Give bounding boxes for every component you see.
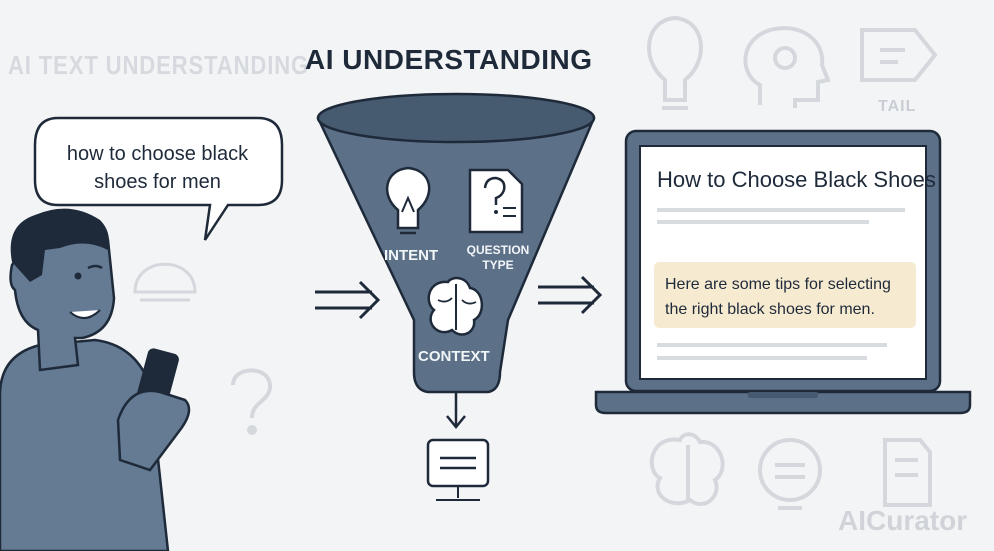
diagram-title: AI UNDERSTANDING <box>305 44 593 75</box>
faded-header: AI TEXT UNDERSTANDING <box>8 50 310 80</box>
context-label: CONTEXT <box>418 348 490 365</box>
faded-helmet-icon <box>133 262 197 302</box>
result-page-lines <box>654 208 916 360</box>
bulb-icon <box>647 15 703 110</box>
result-page-heading: How to Choose Black Shoes <box>657 167 936 192</box>
down-arrow <box>446 392 466 429</box>
tail-label: TAIL <box>878 98 917 115</box>
watermark: AICurator <box>838 505 968 536</box>
question-document-icon <box>468 168 524 234</box>
head-brain-icon <box>743 26 831 108</box>
intent-label: INTENT <box>384 247 439 264</box>
person-illustration <box>0 208 170 551</box>
output-document-icon <box>426 438 490 501</box>
intent-bulb-icon <box>385 166 431 235</box>
document-faded-icon <box>883 438 932 507</box>
bulb-faded-icon <box>758 438 822 510</box>
query-text: how to choose black shoes for men <box>66 143 249 193</box>
funnel <box>316 92 596 394</box>
question-icon <box>231 368 272 435</box>
question-type-label: QUESTION TYPE <box>466 243 530 272</box>
speech-bubble <box>33 116 284 241</box>
tag-icon <box>860 28 938 82</box>
brain-faded-icon <box>649 432 725 507</box>
input-arrow <box>315 280 381 320</box>
brain-icon <box>427 276 483 336</box>
result-tips-text: Here are some tips for selecting the rig… <box>665 276 891 318</box>
phone-icon <box>116 348 191 472</box>
output-arrow <box>538 275 603 315</box>
